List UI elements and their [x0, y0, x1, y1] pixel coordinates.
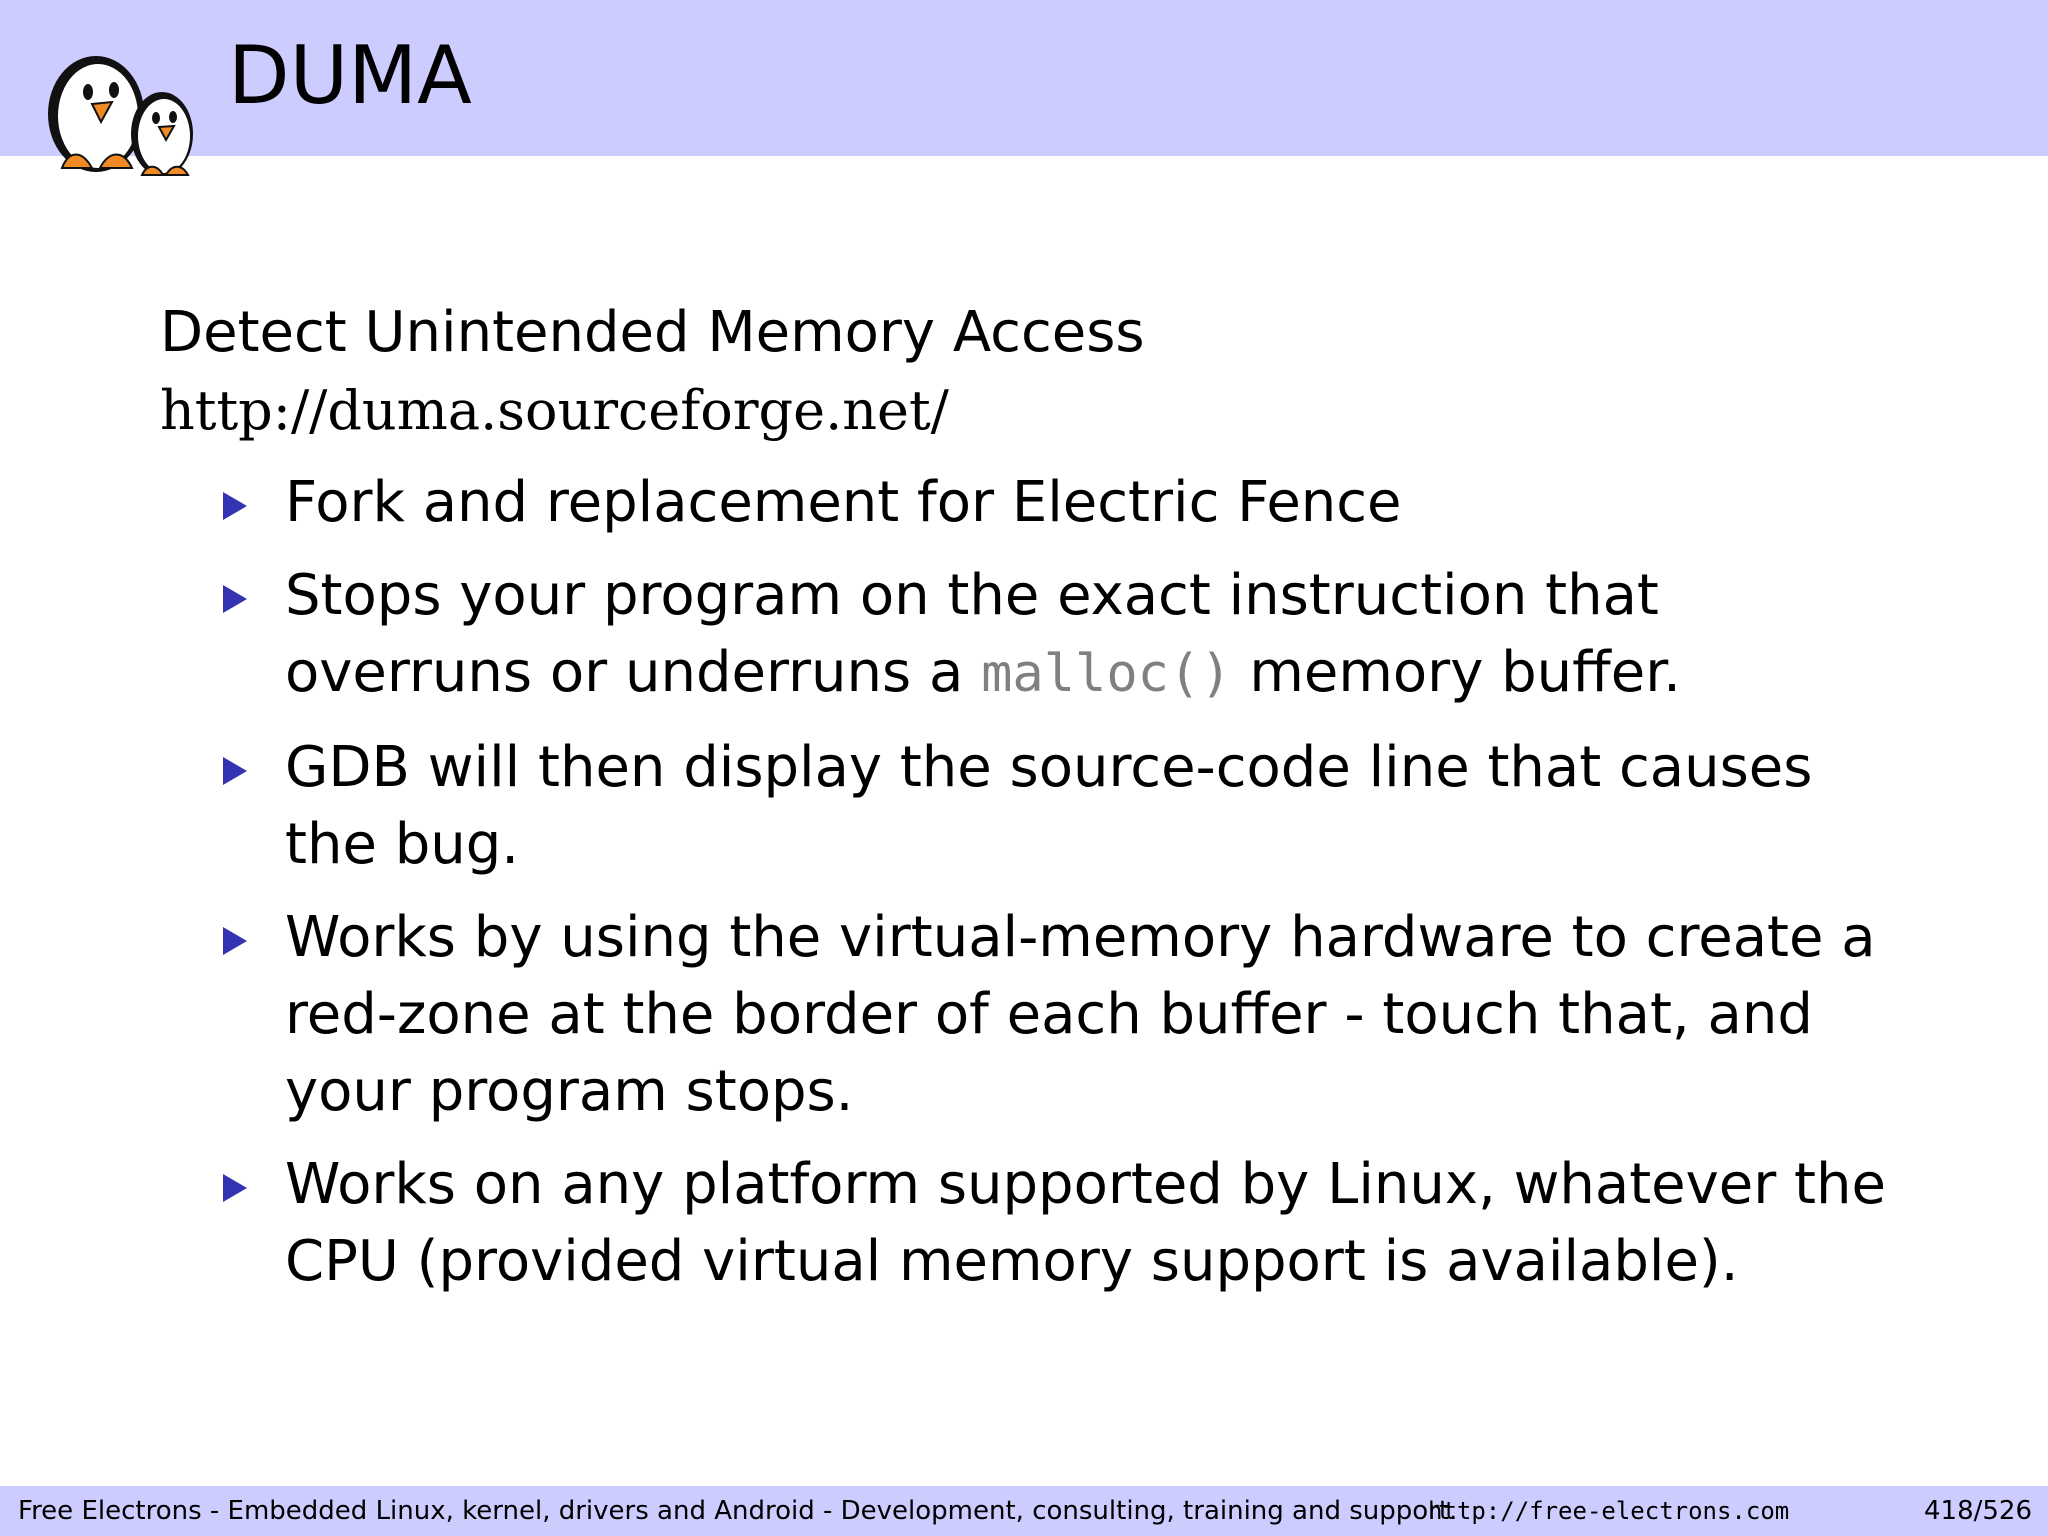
bullet-list: Fork and replacement for Electric Fence … — [160, 464, 1920, 1300]
footer-description: Free Electrons - Embedded Linux, kernel,… — [18, 1496, 1458, 1526]
slide-title: DUMA — [228, 29, 472, 122]
bullet-item: Stops your program on the exact instruct… — [160, 557, 1920, 713]
header-bar — [0, 0, 2048, 156]
duma-url[interactable]: http://duma.sourceforge.net/ — [160, 379, 949, 442]
penguins-logo-icon — [48, 56, 193, 176]
footer-url[interactable]: http://free-electrons.com — [1428, 1497, 1790, 1525]
triangle-bullet-icon — [223, 585, 247, 613]
page-number: 418/526 — [1923, 1496, 2032, 1526]
malloc-code: malloc() — [981, 644, 1232, 704]
triangle-bullet-icon — [223, 927, 247, 955]
bullet-item: Works by using the virtual-memory hardwa… — [160, 899, 1920, 1130]
triangle-bullet-icon — [223, 492, 247, 520]
slide-content: Detect Unintended Memory Access http://d… — [160, 294, 1920, 1316]
bullet-item: GDB will then display the source-code li… — [160, 729, 1920, 883]
bullet-text-after-code: memory buffer. — [1231, 640, 1681, 705]
triangle-bullet-icon — [223, 757, 247, 785]
bullet-text: Fork and replacement for Electric Fence — [285, 470, 1402, 535]
bullet-item: Works on any platform supported by Linux… — [160, 1146, 1920, 1300]
bullet-text: Works by using the virtual-memory hardwa… — [285, 905, 1876, 1124]
bullet-text-before-code: Stops your program on the exact instruct… — [285, 563, 1659, 705]
bullet-text: GDB will then display the source-code li… — [285, 735, 1813, 877]
bullet-text: Works on any platform supported by Linux… — [285, 1152, 1886, 1294]
footer-bar — [0, 1486, 2048, 1536]
bullet-item: Fork and replacement for Electric Fence — [160, 464, 1920, 541]
intro-line: Detect Unintended Memory Access — [160, 300, 1145, 365]
triangle-bullet-icon — [223, 1174, 247, 1202]
